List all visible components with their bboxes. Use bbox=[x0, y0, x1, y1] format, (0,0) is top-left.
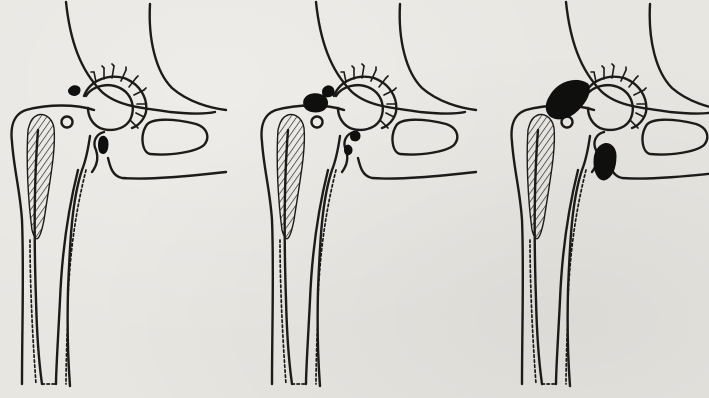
lesion-marker bbox=[594, 144, 616, 180]
lesion-marker bbox=[546, 80, 589, 118]
lesion-marker bbox=[323, 86, 335, 97]
hip-panel-1 bbox=[12, 2, 226, 386]
hip-panel-2 bbox=[262, 2, 476, 386]
lesion-marker bbox=[69, 86, 81, 96]
lesion-marker bbox=[351, 131, 361, 141]
lesion-marker bbox=[345, 145, 353, 155]
hip-panel-3 bbox=[512, 2, 709, 386]
lesion-marker bbox=[99, 136, 109, 153]
